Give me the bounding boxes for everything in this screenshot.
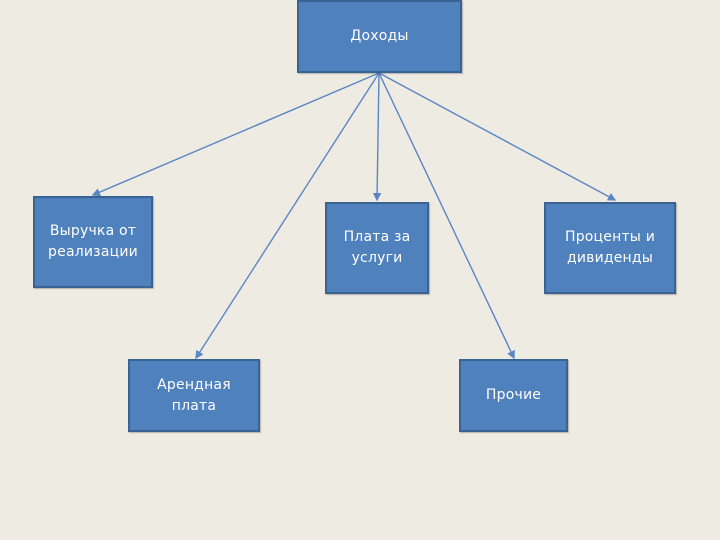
node-other: Прочие <box>459 359 568 432</box>
connector-other <box>378 72 515 360</box>
connector-rent <box>195 72 380 360</box>
node-interest-dividends-label: Проценты и дивиденды <box>564 229 656 266</box>
node-sales-revenue: Выручка от реализации <box>33 196 153 288</box>
node-rent-label: Арендная плата <box>157 376 231 414</box>
node-other-label: Прочие <box>485 387 542 403</box>
node-service-fees-label: Плата за услуги <box>343 229 411 266</box>
node-service-fees: Плата за услуги <box>325 202 429 294</box>
node-income-root: Доходы <box>297 0 462 73</box>
node-income-root-label: Доходы <box>350 28 409 44</box>
node-sales-revenue-label: Выручка от реализации <box>48 223 138 260</box>
connector-interest <box>378 72 617 201</box>
node-rent: Арендная плата <box>128 359 260 432</box>
connector-revenue <box>91 72 380 197</box>
node-interest-dividends: Проценты и дивиденды <box>544 202 676 294</box>
connector-services <box>372 72 382 202</box>
